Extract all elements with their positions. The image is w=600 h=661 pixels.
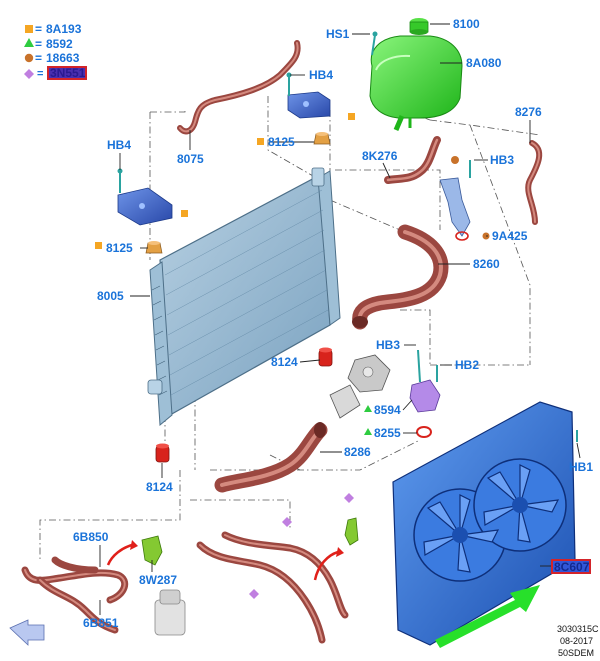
red-arrow-left [106,540,138,566]
hose-8286 [214,422,328,493]
hose-8276 [525,140,543,225]
bracket-8w287 [141,535,163,566]
label-hb3-mid: HB3 [376,338,400,352]
mount-8124-bottom [155,443,170,463]
footer-code: 3030315C [557,624,599,634]
red-arrow-right [313,547,344,581]
legend-label-3n551: 3N551 [50,66,86,80]
label-hb3-top: HB3 [490,153,514,167]
label-8w287: 8W287 [139,573,177,587]
legend-eq-row-3: = [35,51,43,65]
leader-lines [99,23,581,615]
hose-6b851 [36,576,119,634]
bracket-green-right [344,517,359,546]
legend-equals-3n551: = [37,68,43,80]
legend-eq-row-1: = [35,22,43,36]
label-8255: 8255 [374,426,401,440]
fan-shroud [392,401,578,646]
label-8594: 8594 [374,403,401,417]
connector-8594 [409,349,441,413]
radiator [147,167,341,427]
pump-assembly [154,589,186,636]
label-8286: 8286 [344,445,371,459]
bracket-hb4-left [117,168,173,226]
legend-label-8592: 8592 [46,37,73,51]
label-8075: 8075 [177,152,204,166]
label-hb4-top: HB4 [309,68,333,82]
label-hb2: HB2 [455,358,479,372]
legend-label-18663: 18663 [46,51,80,65]
part-labels: 8100 HS1 8A080 HB4 8125 8276 HB4 8075 8K… [73,17,593,630]
footer-date: 08-2017 [560,636,593,646]
oring-8255 [416,426,432,438]
label-8125-left: 8125 [106,241,133,255]
label-8260: 8260 [473,257,500,271]
label-hs1: HS1 [326,27,350,41]
legend-label-8a193: 8A193 [46,22,82,36]
label-8100: 8100 [453,17,480,31]
clip-hs1 [371,31,378,56]
green-arrow [435,585,540,648]
label-8a080: 8A080 [466,56,502,70]
mount-8124-right [318,347,333,367]
legend-highlight-inner [49,68,85,78]
isolator-8125-top [313,132,331,145]
hose-8260 [352,224,449,330]
legend-square-icon [25,25,33,33]
thermostat-housing [329,354,391,419]
label-8124-bottom: 8124 [146,480,173,494]
label-8124-right: 8124 [271,355,298,369]
label-9a425: 9A425 [492,229,528,243]
tee-9a425 [439,156,471,241]
label-hb4-left: HB4 [107,138,131,152]
legend: 8A193 8592 18663 3N551 = = [24,22,87,80]
hose-lower-middle [196,531,349,644]
legend-diamond-icon [24,69,34,79]
label-8125-top: 8125 [268,135,295,149]
bracket-hb4-top [286,72,331,119]
label-6b850: 6B850 [73,530,109,544]
label-8276: 8276 [515,105,542,119]
isolator-8125-left [145,241,163,254]
legend-circle-icon [24,53,34,63]
label-6b851: 6B851 [83,616,119,630]
footer: 3030315C 08-2017 50SDEM [557,624,599,658]
hose-8k276 [384,136,441,184]
legend-eq-row-2: = [35,36,43,51]
label-8k276: 8K276 [362,149,398,163]
label-8c607: 8C607 [554,560,590,574]
coolant-reservoir [369,35,463,131]
label-hb1: HB1 [569,460,593,474]
label-8005: 8005 [97,289,124,303]
footer-model: 50SDEM [558,648,594,658]
reservoir-cap [409,18,429,35]
front-direction-arrow [9,619,45,646]
legend-triangle-icon [24,38,34,47]
hose-8075 [177,40,301,135]
label-8c607-inner [553,561,589,572]
legend-equals: = = = [35,22,42,66]
